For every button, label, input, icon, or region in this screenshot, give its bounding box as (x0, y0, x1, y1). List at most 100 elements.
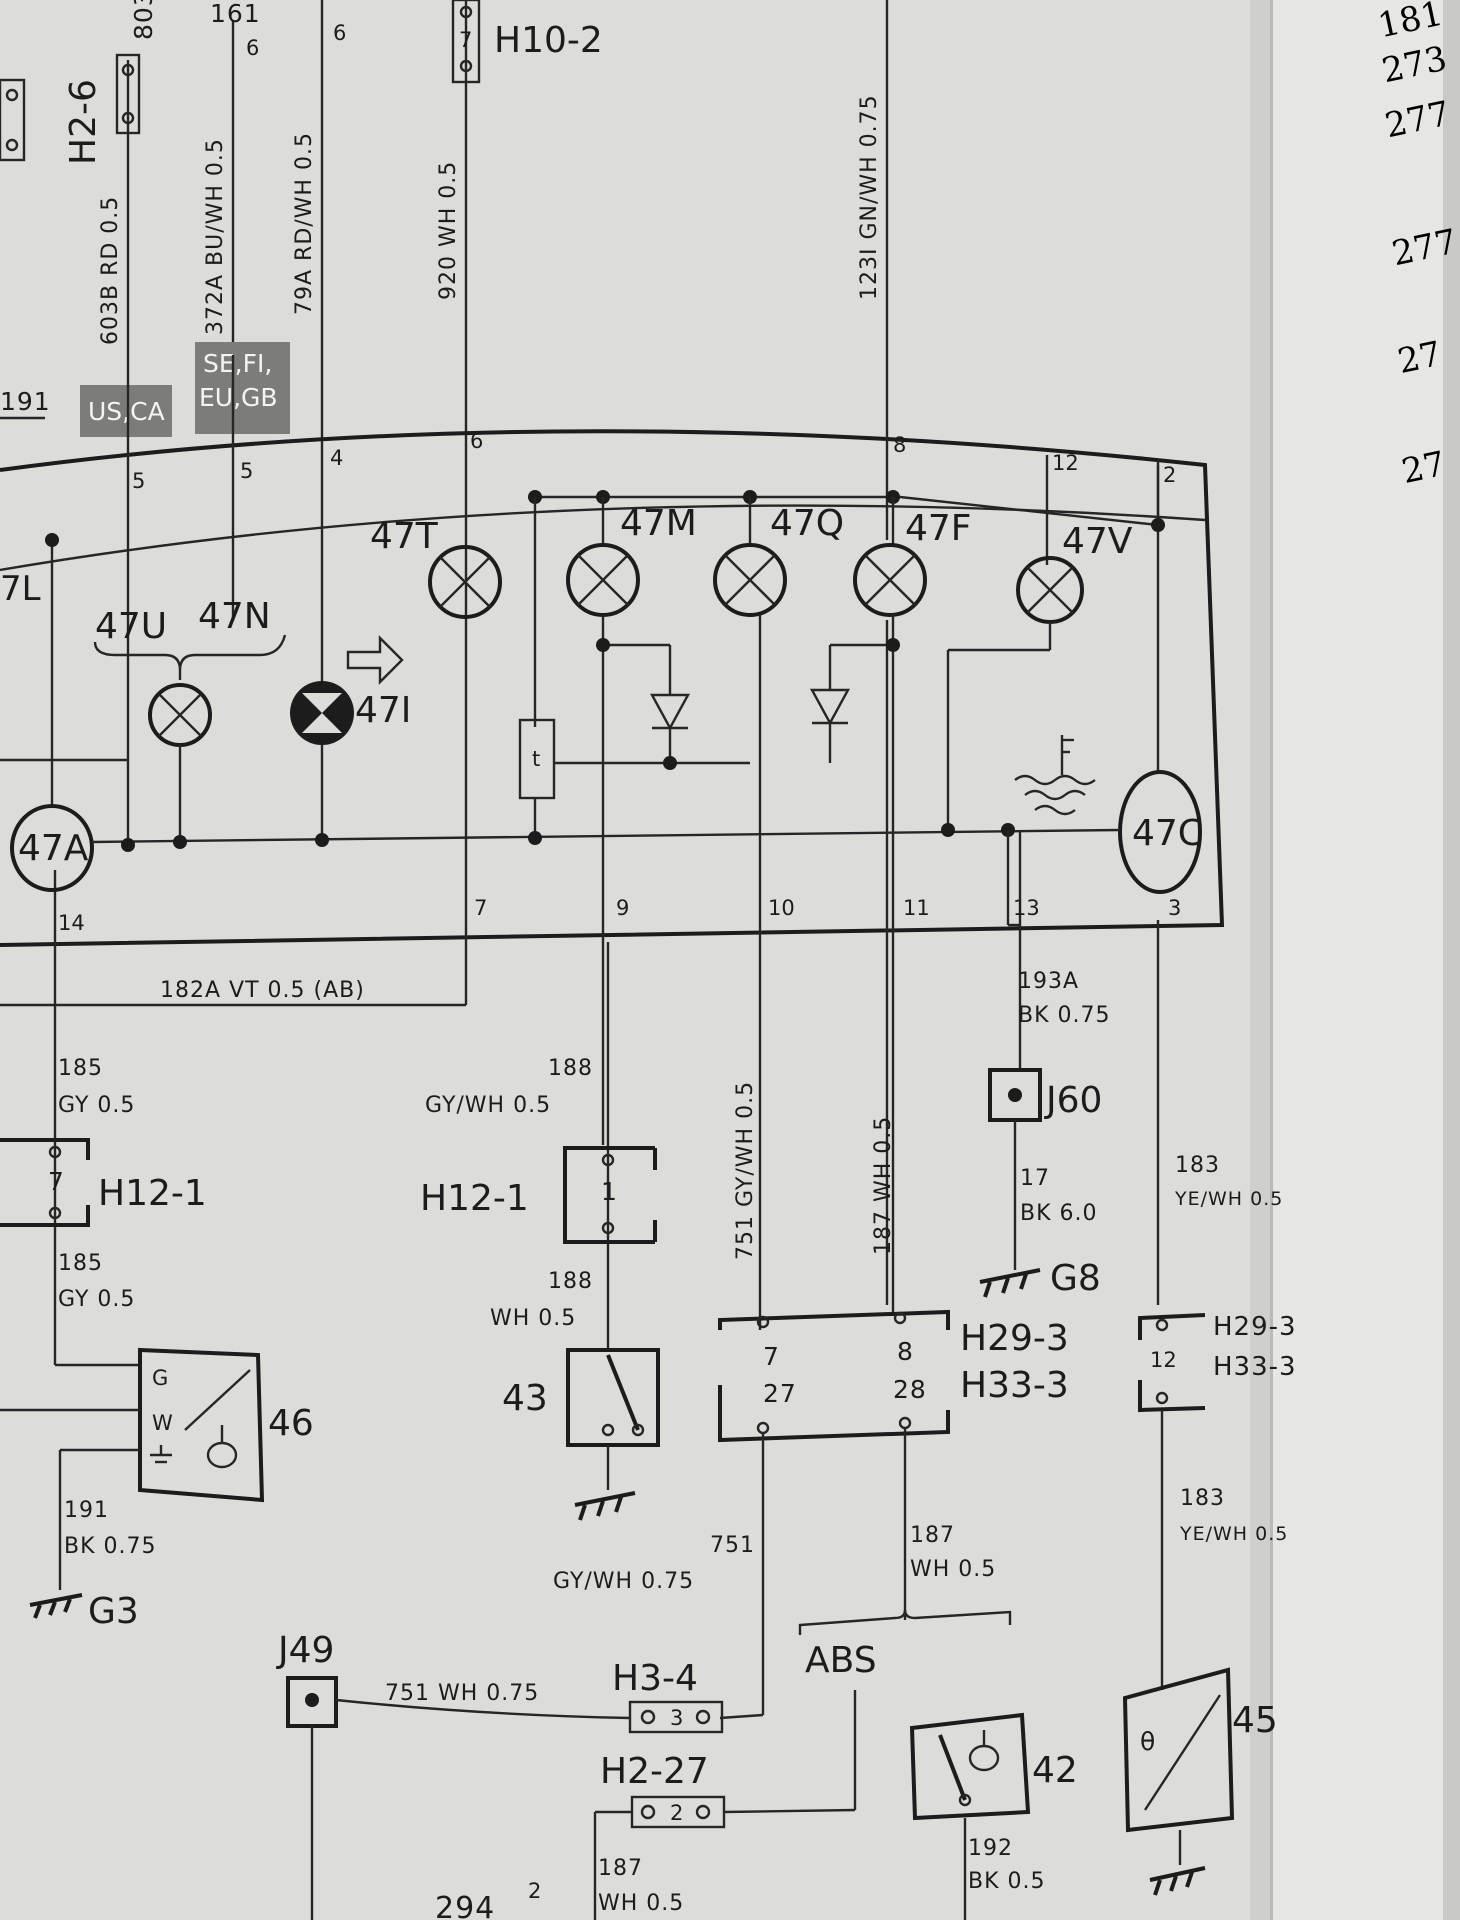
connector-h12-1-mid-label: H12-1 (420, 1178, 529, 1219)
wire-17-spec: BK 6.0 (1020, 1201, 1098, 1226)
connector-h12-1-mid: 1 (563, 1146, 657, 1244)
connector-h3-4-label: H3-4 (612, 1658, 698, 1699)
lamp-47f (853, 543, 927, 617)
pin-12: 12 (1052, 451, 1079, 475)
wire-188b-number: 188 (548, 1269, 593, 1294)
fuel-level-sender-46: G W (138, 1347, 265, 1503)
svg-text:θ: θ (1140, 1727, 1156, 1756)
lamp-47t (428, 545, 502, 619)
lamp-47q-label: 47Q (770, 503, 844, 544)
lamp-47i-label: 47I (355, 690, 411, 731)
svg-text:7: 7 (48, 1167, 65, 1196)
splice-j49-label: J49 (276, 1630, 334, 1671)
lamp-47n-label: 47N (198, 596, 271, 637)
gauge-47c-label: 47C (1132, 813, 1203, 854)
svg-text:7: 7 (763, 1342, 780, 1371)
top-number-161: 161 (210, 0, 261, 28)
wire-751c (335, 1698, 631, 1720)
connector-h33-3-right-label: H33-3 (1213, 1352, 1297, 1382)
lamp-47f-label: 47F (905, 508, 972, 549)
wire-183b-spec: YE/WH 0.5 (1179, 1523, 1288, 1545)
wire-188-number: 188 (548, 1056, 593, 1081)
top-number-6a: 803 (129, 0, 158, 40)
svg-text:t: t (532, 747, 540, 771)
connector-h3-4: 3 (628, 1700, 724, 1734)
timer-element: t (518, 718, 556, 800)
top-pin-6a: 6 (246, 36, 259, 60)
wire-17-number: 17 (1020, 1166, 1050, 1191)
wire-187b-spec: WH 0.5 (910, 1557, 996, 1582)
wire-751-label: 751 GY/WH 0.5 (733, 1081, 758, 1260)
top-pin-6b: 6 (333, 21, 346, 45)
connector-h29-3-h33-3: 7 8 27 28 (718, 1309, 950, 1443)
lamp-47t-label: 47T (370, 516, 439, 557)
connector-h33-3-label: H33-3 (960, 1365, 1069, 1406)
ground-g3-icon (29, 1593, 83, 1619)
wire-193a-spec: BK 0.75 (1018, 1003, 1111, 1028)
region-box-se-fi-eu-gb: SE,FI, EU,GB (195, 342, 290, 434)
wire-294-sup: 2 (528, 1879, 541, 1903)
pin-6: 6 (470, 429, 483, 453)
label-7l: 7L (0, 569, 41, 609)
svg-text:EU,GB: EU,GB (199, 383, 278, 412)
pin-11: 11 (903, 896, 930, 920)
ground-g8-label: G8 (1050, 1258, 1101, 1299)
brace-abs (798, 1609, 1012, 1635)
connector-h2-27-label: H2-27 (600, 1751, 709, 1792)
splice-j60-label: J60 (1044, 1080, 1102, 1121)
wire-183-spec: YE/WH 0.5 (1174, 1188, 1283, 1210)
connector-h29-3-right-label: H29-3 (1213, 1312, 1297, 1342)
wire-191-top: 191 (0, 387, 51, 416)
gauge-47a-label: 47A (18, 828, 89, 869)
ground-g3-label: G3 (88, 1591, 139, 1632)
ground-43-icon (574, 1491, 636, 1521)
wire-192-spec: BK 0.5 (968, 1869, 1046, 1894)
region-box-us-ca: US,CA (80, 385, 172, 437)
pin-9: 9 (616, 896, 629, 920)
pressure-switch-42 (909, 1712, 1031, 1821)
wire-193a-number: 193A (1018, 969, 1079, 994)
wire-185-spec: GY 0.5 (58, 1093, 135, 1118)
wire-751c-label: 751 WH 0.75 (385, 1681, 539, 1706)
wire-192-number: 192 (968, 1836, 1013, 1861)
switch-43-label: 43 (502, 1378, 548, 1419)
connector-h29-3-label: H29-3 (960, 1318, 1069, 1359)
component-46-label: 46 (268, 1403, 314, 1444)
wire-920-label: 920 WH 0.5 (436, 161, 461, 300)
svg-text:SE,FI,: SE,FI, (203, 349, 272, 378)
wire-183b-number: 183 (1180, 1486, 1225, 1511)
svg-text:8: 8 (897, 1337, 914, 1366)
gauge-47a (10, 804, 94, 892)
wire-191-number: 191 (64, 1498, 109, 1523)
svg-text:2: 2 (670, 1801, 683, 1825)
pin-8: 8 (893, 433, 906, 457)
connector-h10-2-label: H10-2 (494, 20, 603, 61)
wire-187-label: 187 WH 0.5 (871, 1116, 896, 1255)
pin-7: 7 (474, 896, 487, 920)
svg-text:12: 12 (1150, 1348, 1177, 1372)
connector-h12-1-left-label: H12-1 (98, 1173, 207, 1214)
arrow-right-icon (346, 635, 404, 685)
connector-h10-2: 7 (451, 0, 481, 84)
pin-4: 4 (330, 446, 343, 470)
wire-187c-spec: WH 0.5 (598, 1891, 684, 1916)
wire-294-number: 294 (435, 1891, 495, 1920)
ground-45-icon (1149, 1866, 1206, 1896)
abs-label: ABS (805, 1640, 877, 1681)
lamp-47m-label: 47M (620, 503, 697, 544)
wire-79a-label: 79A RD/WH 0.5 (292, 132, 317, 315)
svg-text:W: W (152, 1411, 173, 1435)
connector-h12-1-left: 7 (0, 1138, 90, 1227)
svg-text:3: 3 (670, 1706, 683, 1730)
switch-43 (566, 1348, 660, 1447)
wire-185-number: 185 (58, 1056, 103, 1081)
facing-page (1270, 0, 1443, 1920)
left-edge-connector (0, 78, 26, 162)
wire-123i-label: 123I GN/WH 0.75 (857, 94, 882, 300)
component-42-label: 42 (1032, 1750, 1078, 1791)
wire-185b-spec: GY 0.5 (58, 1287, 135, 1312)
svg-text:US,CA: US,CA (88, 397, 165, 426)
pin-13: 13 (1013, 896, 1040, 920)
wire-187b-number: 187 (910, 1523, 955, 1548)
